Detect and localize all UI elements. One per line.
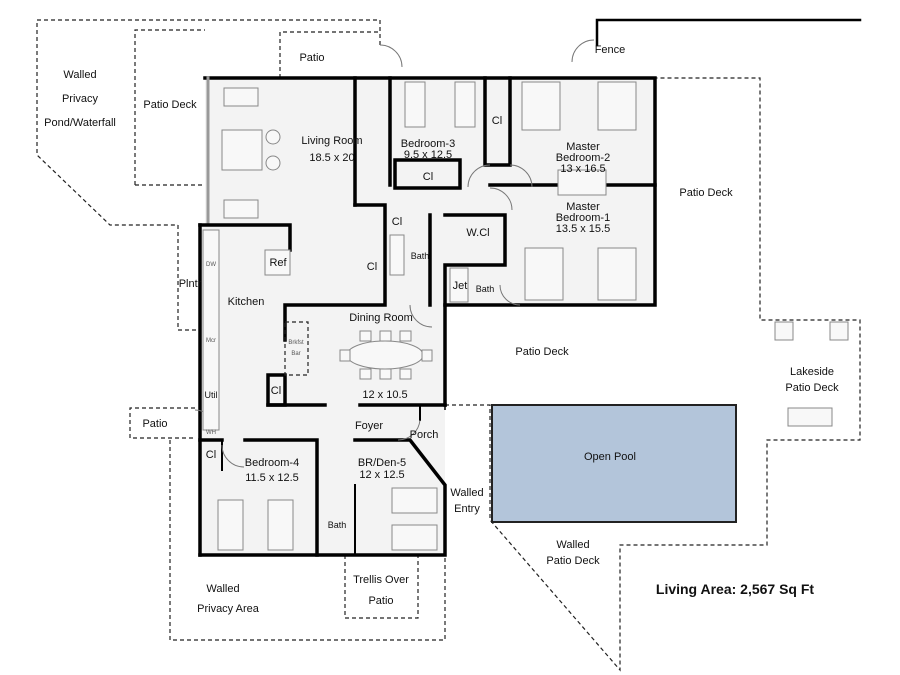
label-trellis: Trellis Over xyxy=(353,574,409,586)
label-walled-entry-b: Entry xyxy=(454,503,480,515)
label-walled: Walled xyxy=(63,69,96,81)
label-privacy: Privacy xyxy=(62,93,99,105)
label-master-1-size: 13.5 x 15.5 xyxy=(556,223,610,235)
label-patio-top: Patio xyxy=(299,52,324,64)
label-bedroom-3-size: 9.5 x 12.5 xyxy=(404,149,452,161)
label-patio-deck-center: Patio Deck xyxy=(515,346,569,358)
label-dining-size: 12 x 10.5 xyxy=(362,389,407,401)
label-fence: Fence xyxy=(595,44,626,56)
label-water-heater: WH xyxy=(206,430,216,436)
label-open-pool: Open Pool xyxy=(584,451,636,463)
label-patio-deck-right: Patio Deck xyxy=(679,187,733,199)
label-porch: Porch xyxy=(410,429,439,441)
label-patio-left: Patio xyxy=(142,418,167,430)
label-planter: Plntr xyxy=(179,278,202,290)
fence-line xyxy=(595,18,862,47)
label-closet: Cl xyxy=(492,115,502,127)
label-living-room-size: 18.5 x 20 xyxy=(309,152,354,164)
label-foyer: Foyer xyxy=(355,420,383,432)
label-pond: Pond/Waterfall xyxy=(44,117,116,129)
label-lakeside: Lakeside xyxy=(790,366,834,378)
label-closet: Cl xyxy=(367,261,377,273)
label-walled-entry: Walled xyxy=(450,487,483,499)
label-bath: Bath xyxy=(476,284,495,294)
label-walled-patio-deck: Patio Deck xyxy=(546,555,600,567)
label-walled-privacy: Walled xyxy=(206,583,239,595)
label-closet: Cl xyxy=(392,216,402,228)
open-pool xyxy=(491,404,737,523)
walls xyxy=(198,76,657,557)
furniture xyxy=(202,81,849,551)
label-lakeside-deck: Patio Deck xyxy=(785,382,839,394)
label-closet: Cl xyxy=(271,385,281,397)
label-utility: Util xyxy=(205,390,218,400)
label-br-den-5: BR/Den-5 xyxy=(358,457,406,469)
label-patio-deck-top-left: Patio Deck xyxy=(143,99,197,111)
label-master-2-size: 13 x 16.5 xyxy=(560,163,605,175)
label-trellis-patio: Patio xyxy=(368,595,393,607)
label-master-2: Master xyxy=(566,141,600,153)
label-privacy-area: Privacy Area xyxy=(197,603,260,615)
label-master-2b: Bedroom-2 xyxy=(556,152,610,164)
label-closet: Cl xyxy=(423,171,433,183)
label-jet: Jet xyxy=(453,280,468,292)
label-bar: Bar xyxy=(291,351,300,357)
label-bedroom-4-size: 11.5 x 12.5 xyxy=(245,472,299,484)
label-bedroom-3: Bedroom-3 xyxy=(401,138,455,150)
label-dishwasher: DW xyxy=(206,262,216,268)
room-labels: Walled Privacy Pond/Waterfall Patio Deck… xyxy=(44,44,839,615)
label-ref: Ref xyxy=(269,257,287,269)
living-area-total: Living Area: 2,567 Sq Ft xyxy=(656,581,815,597)
label-brkfst: Brkfst xyxy=(288,340,304,346)
label-bedroom-4: Bedroom-4 xyxy=(245,457,299,469)
label-bath: Bath xyxy=(328,520,347,530)
label-master-1: Master xyxy=(566,201,600,213)
label-master-1b: Bedroom-1 xyxy=(556,212,610,224)
label-closet: Cl xyxy=(206,449,216,461)
label-microwave: Mcr xyxy=(206,338,216,344)
label-walled-patio: Walled xyxy=(556,539,589,551)
label-walk-in-closet: W.Cl xyxy=(466,227,489,239)
label-br-den-5-size: 12 x 12.5 xyxy=(359,469,404,481)
label-kitchen: Kitchen xyxy=(228,296,265,308)
label-bath: Bath xyxy=(411,251,430,261)
outdoor-boundaries xyxy=(36,19,861,672)
breakfast-bar xyxy=(284,321,309,376)
label-living-room: Living Room xyxy=(301,135,362,147)
label-dining-room: Dining Room xyxy=(349,312,413,324)
